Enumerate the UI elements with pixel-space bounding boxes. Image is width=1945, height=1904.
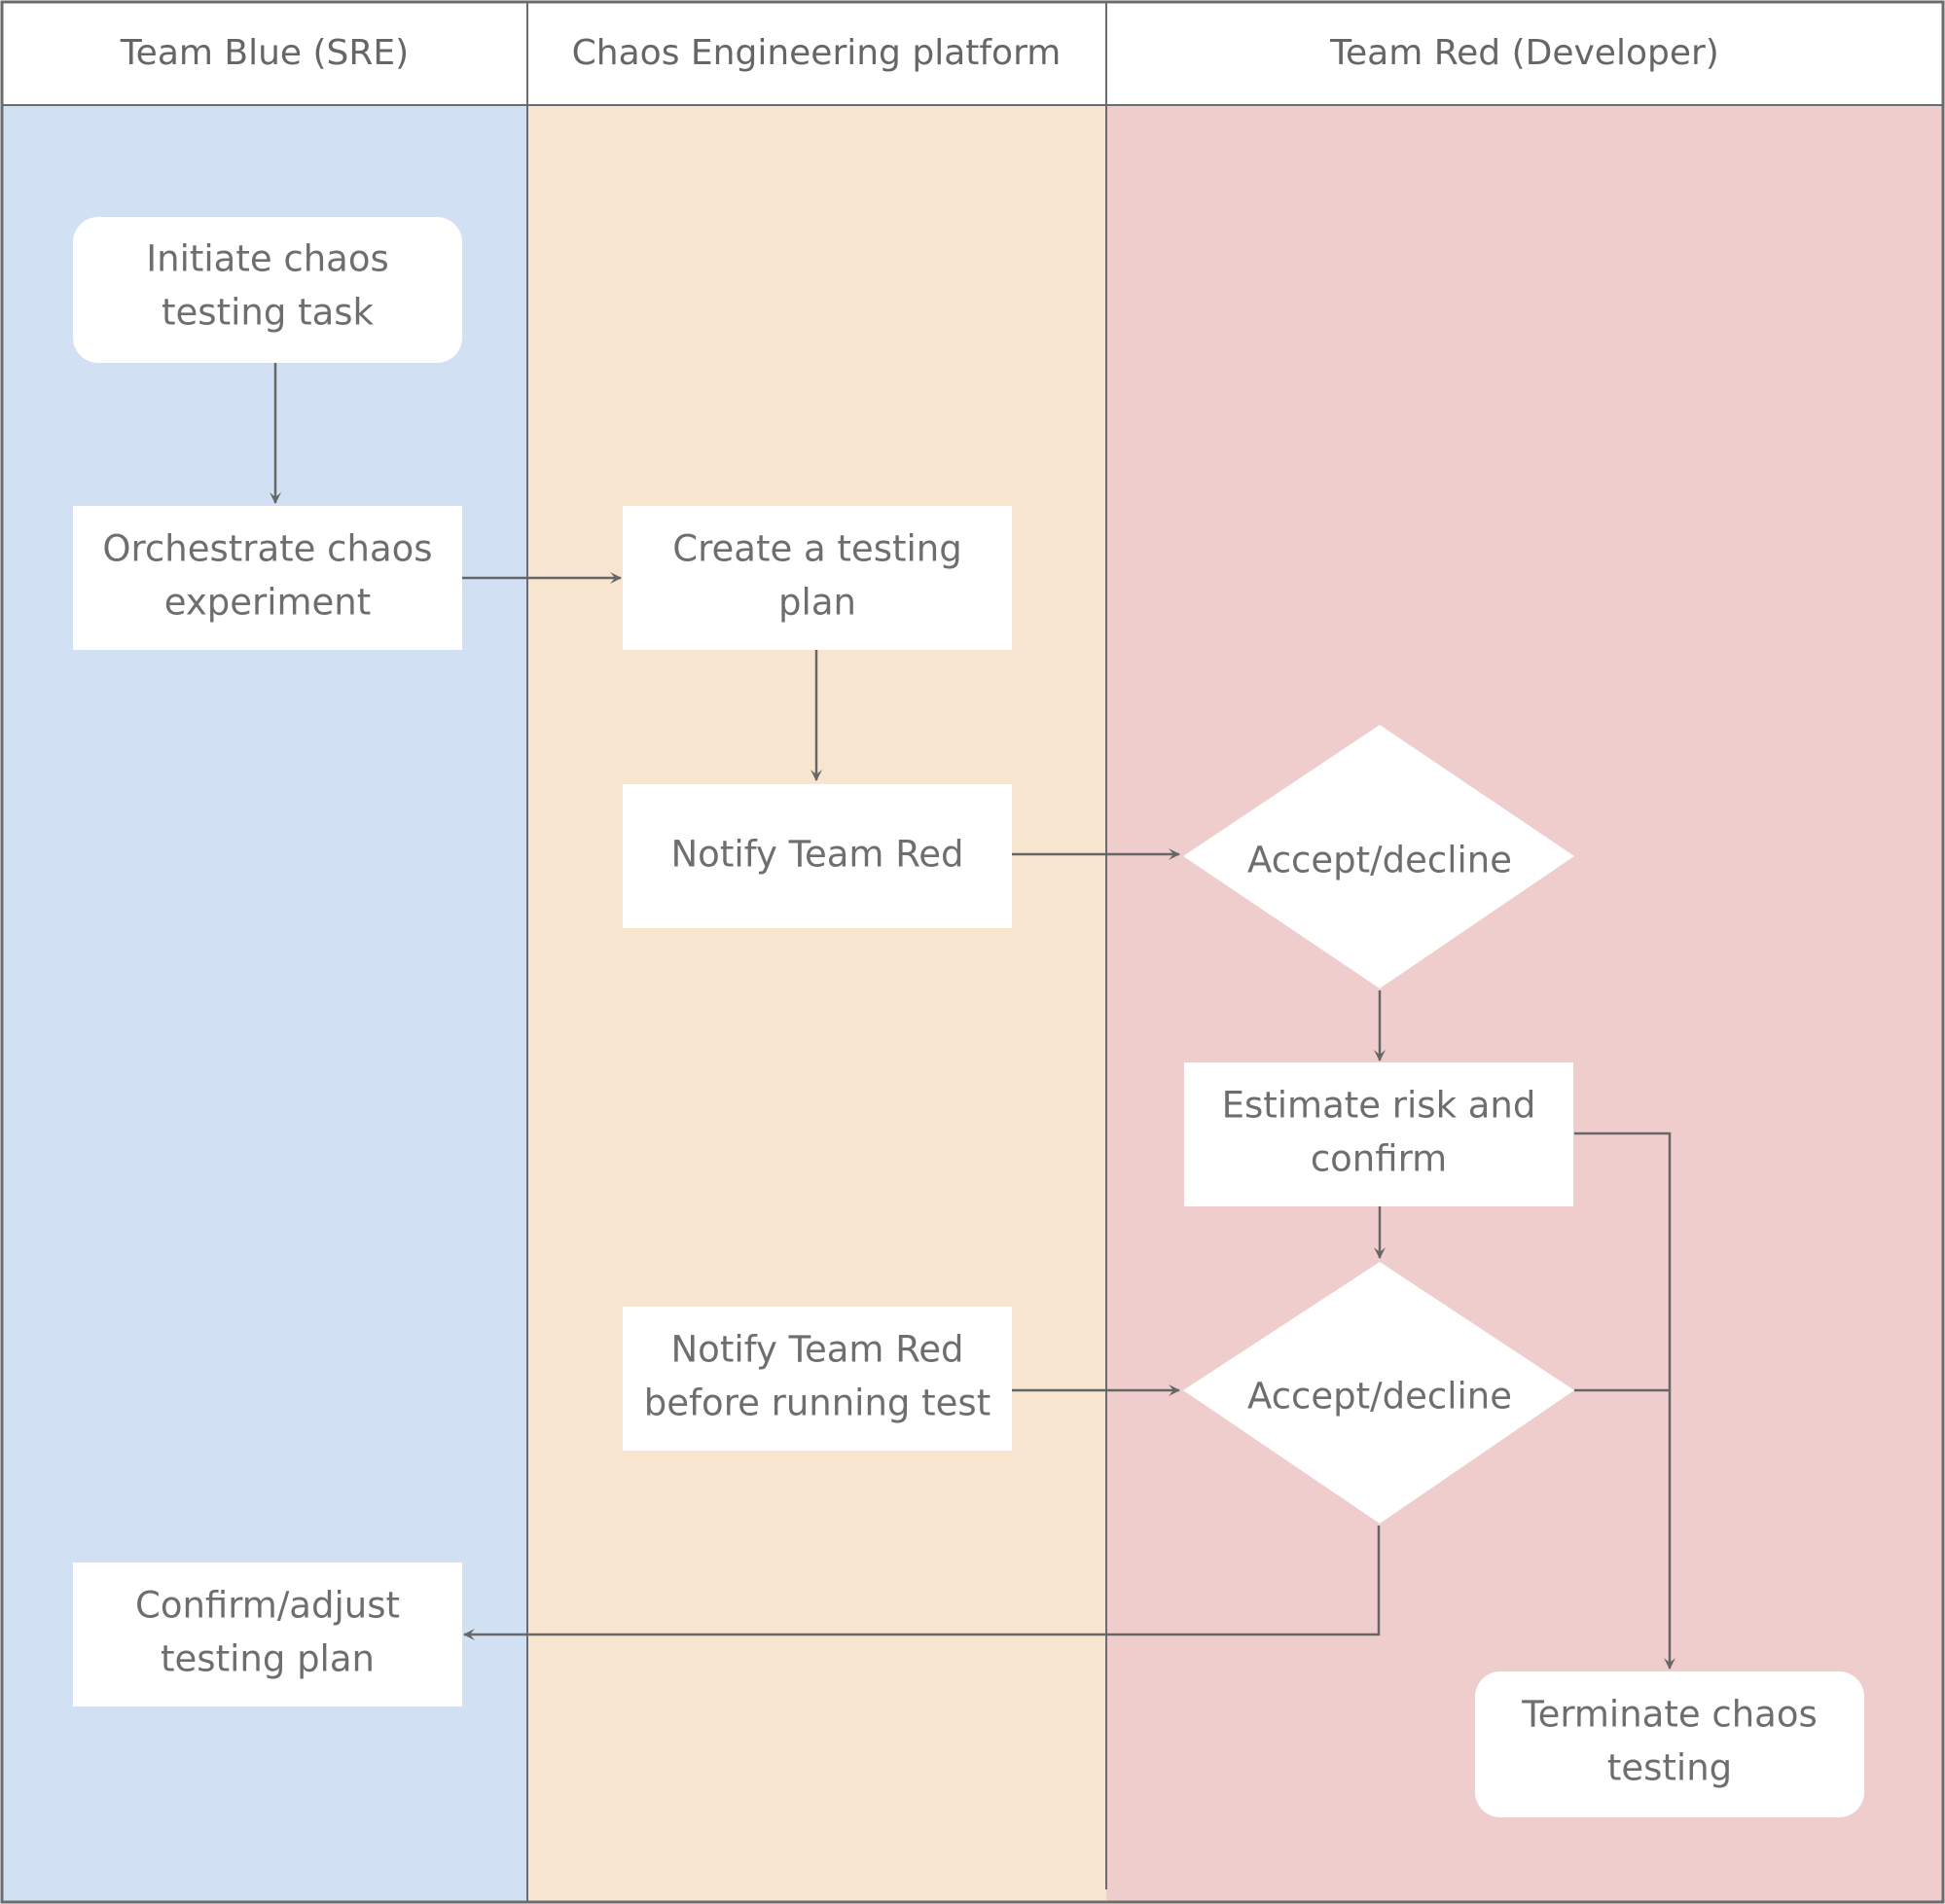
- node-label: before running test: [644, 1383, 991, 1424]
- node-label: Accept/decline: [1247, 840, 1512, 881]
- header-row: [2, 2, 1943, 105]
- node-label: Estimate risk and: [1222, 1085, 1536, 1127]
- node-shape: [1475, 1671, 1864, 1817]
- node-terminate: Terminate chaos testing: [1475, 1671, 1864, 1817]
- node-label: experiment: [164, 582, 372, 624]
- lane-header-platform: Chaos Engineering platform: [572, 33, 1062, 73]
- node-label: Notify Team Red: [671, 1329, 964, 1371]
- lane-background-platform: [527, 105, 1106, 1902]
- node-label: Notify Team Red: [671, 834, 964, 876]
- node-shape: [623, 1307, 1012, 1451]
- lane-background-team-red: [1106, 105, 1943, 1902]
- lane-header-team-red: Team Red (Developer): [1329, 33, 1719, 73]
- edge-accept2-to-confirm-adjust: [463, 1526, 1381, 1640]
- node-shape: [623, 506, 1012, 650]
- node-label: confirm: [1311, 1138, 1447, 1180]
- connectors: [270, 363, 1675, 1670]
- node-label: testing plan: [161, 1638, 375, 1680]
- node-label: Orchestrate chaos: [102, 528, 432, 570]
- node-shape: [1184, 1062, 1573, 1206]
- decision-diamond: [1183, 1262, 1574, 1524]
- decision-diamond: [1183, 725, 1574, 988]
- node-label: Confirm/adjust: [135, 1585, 400, 1627]
- node-shape: [73, 1563, 462, 1706]
- node-label: testing: [1607, 1747, 1732, 1789]
- node-confirm-adjust: Confirm/adjust testing plan: [73, 1563, 462, 1706]
- node-label: Initiate chaos: [146, 238, 389, 280]
- node-label: testing task: [162, 292, 374, 334]
- node-shape: [73, 217, 462, 363]
- lane-header-team-blue: Team Blue (SRE): [120, 33, 409, 73]
- node-notify-red: Notify Team Red: [623, 784, 1012, 928]
- node-shape: [623, 784, 1012, 928]
- node-accept1: Accept/decline: [1183, 725, 1574, 988]
- edge-estimate-to-terminate: [1574, 1132, 1675, 1670]
- node-accept2: Accept/decline: [1183, 1262, 1574, 1524]
- node-orchestrate: Orchestrate chaos experiment: [73, 506, 462, 650]
- node-notify-before: Notify Team Red before running test: [623, 1307, 1012, 1451]
- node-label: plan: [778, 582, 856, 624]
- node-initiate: Initiate chaos testing task: [73, 217, 462, 363]
- node-label: Accept/decline: [1247, 1376, 1512, 1418]
- node-label: Create a testing: [672, 528, 961, 570]
- node-estimate: Estimate risk and confirm: [1184, 1062, 1573, 1206]
- node-label: Terminate chaos: [1521, 1694, 1818, 1736]
- node-shape: [73, 506, 462, 650]
- node-create-plan: Create a testing plan: [623, 506, 1012, 650]
